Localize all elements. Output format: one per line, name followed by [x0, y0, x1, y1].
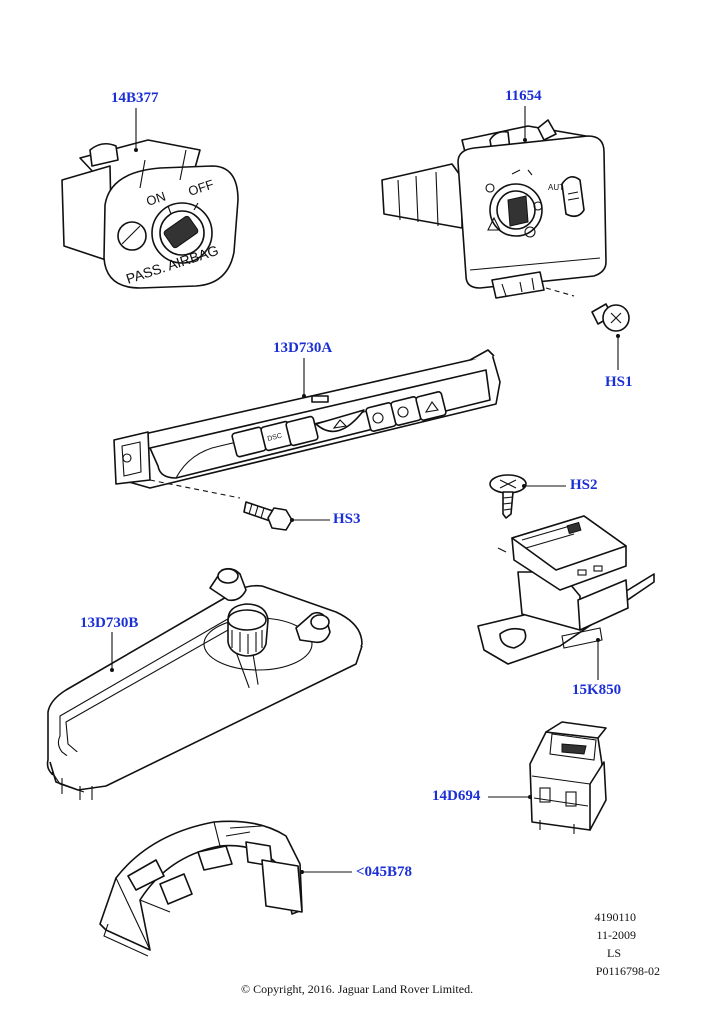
- headlamp-switch-drawing: AUTO: [381, 119, 607, 299]
- bracket-drawing: [99, 820, 303, 957]
- callout-13d730a: 13D730A: [273, 340, 333, 356]
- callout-11654: 11654: [505, 88, 542, 104]
- on-label: ON: [144, 189, 167, 209]
- ref-number: 4190110: [594, 910, 636, 924]
- parking-brake-switch-drawing: [477, 515, 655, 665]
- callout-14d694: 14D694: [432, 788, 481, 804]
- leader-lines: [110, 106, 620, 874]
- callout-hs1: HS1: [605, 374, 633, 390]
- console-control-panel-drawing: [46, 567, 363, 800]
- callout-045b78: <045B78: [356, 864, 413, 880]
- callout-hs2: HS2: [570, 477, 598, 493]
- dsc-label: DSC: [267, 433, 283, 443]
- ref-model: LS: [606, 946, 621, 960]
- copyright: © Copyright, 2016. Jaguar Land Rover Lim…: [241, 982, 474, 996]
- ref-date: 11-2009: [596, 928, 636, 942]
- passenger-airbag-switch-drawing: ON OFF PASS. AIRBAG: [61, 139, 239, 289]
- screw-hs2-drawing: [489, 474, 527, 519]
- bolt-hs3-drawing: [243, 501, 293, 531]
- seat-heater-switch-drawing: [529, 721, 607, 834]
- callout-13d730b: 13D730B: [80, 615, 139, 631]
- callout-hs3: HS3: [333, 511, 361, 527]
- ref-code: P0116798-02: [595, 964, 660, 978]
- screw-hs1-drawing: [591, 303, 630, 332]
- auto-label: AUTO: [548, 183, 570, 192]
- callout-14b377: 14B377: [111, 90, 159, 106]
- callout-15k850: 15K850: [572, 682, 622, 698]
- switch-panel-drawing: DSC: [113, 349, 501, 499]
